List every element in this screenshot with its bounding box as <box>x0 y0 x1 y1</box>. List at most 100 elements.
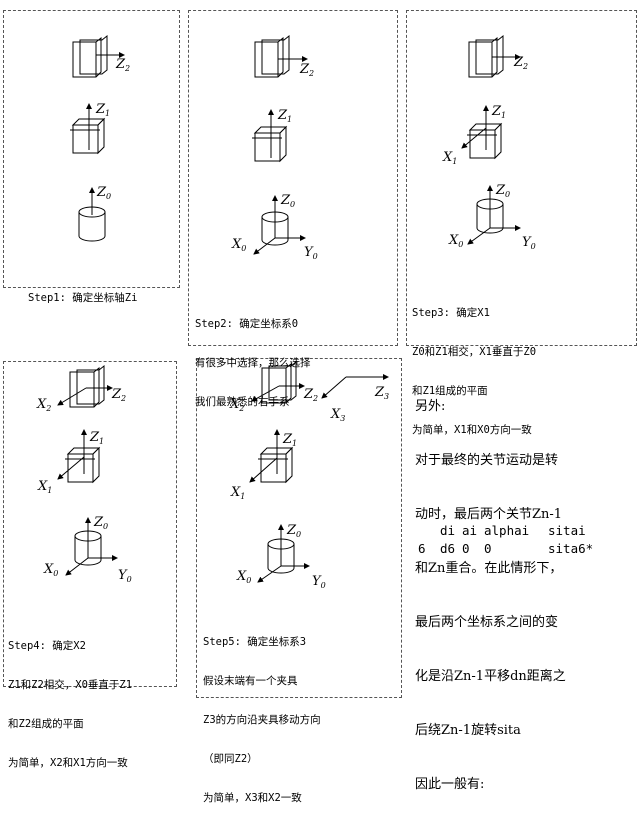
label-z1: Z1 <box>277 108 292 124</box>
note-line: 和Zn重合。在此情形下， <box>415 561 563 576</box>
base-frame-0-icon <box>253 195 306 255</box>
caption-line: 有很多中选择，那么选择 <box>195 357 311 369</box>
note-line: 另外: <box>415 399 446 414</box>
note-line: 后绕Zn-1旋转sita <box>415 723 521 738</box>
label-z0: Z0 <box>286 523 301 539</box>
step4-drawings <box>57 364 118 576</box>
caption-line: Step5: 确定坐标系3 <box>203 636 307 648</box>
label-z0: Z0 <box>280 193 295 209</box>
note-line: 化是沿Zn-1平移dn距离之 <box>415 669 566 684</box>
axis-labels: Z2 Z1 Z0 Z2 Z1 Z0 X0 Y0 Z2 Z1 X1 Z0 X0 Y… <box>36 55 536 590</box>
label-z3: Z3 <box>374 385 389 401</box>
caption-line: （即同Z2） <box>203 753 258 765</box>
link-frame-1-icon <box>249 429 294 484</box>
step4-panel <box>3 361 177 687</box>
step5-drawings <box>249 360 389 583</box>
col-sitai: sitai <box>548 523 586 538</box>
label-y0: Y0 <box>304 245 318 261</box>
caption-line: 假设末端有一个夹具 <box>203 675 298 687</box>
caption-line: 为简单，X2和X1方向一致 <box>8 757 128 769</box>
label-x0: X0 <box>231 237 246 253</box>
label-z2: Z2 <box>299 62 314 78</box>
caption-line: 我们最熟悉的右手系 <box>195 396 290 408</box>
label-x0: X0 <box>43 562 58 578</box>
link-frame-2-icon <box>251 360 305 404</box>
label-z1: Z1 <box>95 102 110 118</box>
step3-drawings <box>461 34 521 245</box>
step5-caption: Step5: 确定坐标系3 假设末端有一个夹具 Z3的方向沿夹具移动方向 （即同… <box>203 610 321 818</box>
label-x1: X1 <box>37 479 52 495</box>
step3-panel <box>406 10 637 346</box>
note-line: 动时，最后两个关节Zn-1 <box>415 507 563 522</box>
caption-line: Z0和Z1相交，X1垂直于Z0 <box>412 346 537 358</box>
revolute-joint-z2-icon <box>72 34 125 78</box>
prismatic-joint-z1-icon <box>70 103 106 155</box>
link-frame-2-icon <box>57 364 113 408</box>
cell-di: d6 <box>440 541 456 556</box>
caption-line: Z3的方向沿夹具移动方向 <box>203 714 321 726</box>
caption-line: Z1和Z2相交，X0垂直于Z1 <box>8 679 133 691</box>
label-z0: Z0 <box>495 183 510 199</box>
caption-line: 和Z1组成的平面 <box>412 385 488 397</box>
table-header-row: di ai alphai sitai <box>418 522 608 540</box>
col-ai: ai <box>462 523 478 538</box>
label-y0: Y0 <box>522 235 536 251</box>
label-x3: X3 <box>330 407 345 423</box>
label-x2: X2 <box>36 397 51 413</box>
caption-line: 为简单，X1和X0方向一致 <box>412 424 532 436</box>
caption-line: Step2: 确定坐标系0 <box>195 318 299 330</box>
label-x1: X1 <box>442 150 457 166</box>
end-effector-frame-3-icon <box>321 374 389 399</box>
step1-panel <box>3 10 180 288</box>
link-frame-1-icon <box>57 429 101 484</box>
cell-ai: 0 <box>462 541 470 556</box>
prismatic-joint-z1-icon <box>252 109 288 163</box>
step2-caption: Step2: 确定坐标系0 有很多中选择，那么选择 我们最熟悉的右手系 <box>195 292 311 422</box>
cell-alphai: 0 <box>484 541 492 556</box>
caption-line: Step1: 确定坐标轴Zi <box>28 292 138 304</box>
cell-index: 6 <box>418 541 426 556</box>
label-y0: Y0 <box>118 568 132 584</box>
base-frame-0-icon <box>257 524 310 583</box>
label-y0: Y0 <box>312 574 326 590</box>
label-z1: Z1 <box>89 430 104 446</box>
revolute-joint-z2-icon <box>254 34 308 78</box>
caption-line: 为简单，X3和X2一致 <box>203 792 302 804</box>
step1-drawings <box>70 34 125 242</box>
label-z2: Z2 <box>115 57 130 73</box>
col-alphai: alphai <box>484 523 530 538</box>
label-z2: Z2 <box>303 387 318 403</box>
base-frame-0-icon <box>467 185 521 245</box>
label-z0: Z0 <box>93 515 108 531</box>
col-di: di <box>440 523 456 538</box>
label-z1: Z1 <box>282 432 297 448</box>
label-x0: X0 <box>236 569 251 585</box>
step5-panel <box>196 358 402 698</box>
link-frame-1-icon <box>461 105 503 160</box>
base-frame-0-icon <box>65 517 118 576</box>
note-line: 因此一般有: <box>415 777 485 792</box>
note-line: 最后两个坐标系之间的变 <box>415 615 559 630</box>
step2-drawings <box>252 34 308 255</box>
frames-figure: Z2 Z1 Z0 Z2 Z1 Z0 X0 Y0 Z2 Z1 X1 Z0 X0 Y… <box>36 34 536 590</box>
caption-line: Step3: 确定X1 <box>412 307 490 319</box>
dh-parameter-table: di ai alphai sitai 6 d6 0 0 sita6* <box>418 522 608 558</box>
label-z1: Z1 <box>491 104 506 120</box>
label-x2: X2 <box>229 397 244 413</box>
side-note: 另外: 对于最终的关节运动是转 动时，最后两个关节Zn-1 和Zn重合。在此情形… <box>415 362 566 812</box>
table-row: 6 d6 0 0 sita6* <box>418 540 608 558</box>
label-x1: X1 <box>230 485 245 501</box>
label-x0: X0 <box>448 233 463 249</box>
step3-caption: Step3: 确定X1 Z0和Z1相交，X1垂直于Z0 和Z1组成的平面 为简单… <box>412 281 536 450</box>
cell-sitai: sita6* <box>548 541 594 556</box>
caption-line: Step4: 确定X2 <box>8 640 86 652</box>
revolute-joint-z2-icon <box>468 34 521 78</box>
label-z2: Z2 <box>111 387 126 403</box>
label-z2: Z2 <box>513 55 528 71</box>
step1-caption: Step1: 确定坐标轴Zi <box>28 266 137 318</box>
caption-line: 和Z2组成的平面 <box>8 718 84 730</box>
step2-panel <box>188 10 398 346</box>
label-z0: Z0 <box>96 185 111 201</box>
note-line: 对于最终的关节运动是转 <box>415 453 559 468</box>
base-cylinder-z0-icon <box>78 187 106 242</box>
